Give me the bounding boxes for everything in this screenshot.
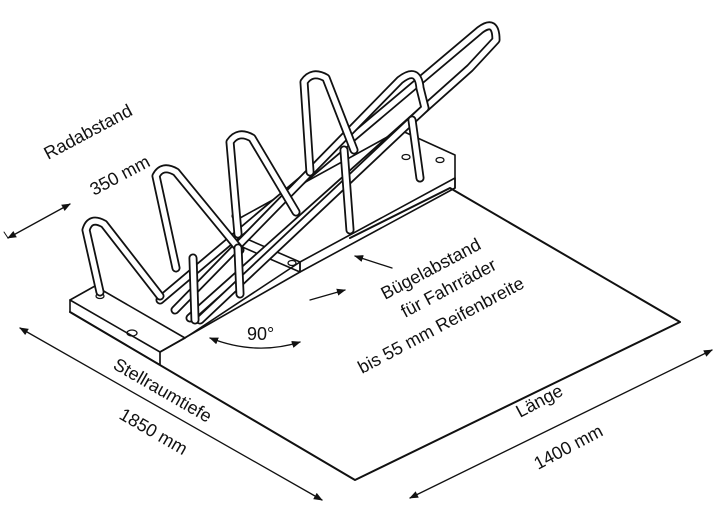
label-radabstand-value: 350 mm [86, 151, 153, 199]
dimension-stellraumtiefe [19, 327, 323, 501]
rack-hoops [81, 21, 501, 325]
label-laenge: Länge [512, 380, 566, 421]
label-stellraumtiefe-value: 1850 mm [116, 404, 191, 459]
label-radabstand: Radabstand [40, 100, 135, 163]
label-angle: 90° [247, 324, 274, 344]
label-laenge-value: 1400 mm [530, 421, 606, 474]
dimension-radabstand [3, 203, 71, 239]
dimension-laenge [409, 349, 713, 499]
angle-marker [209, 337, 301, 349]
dimension-buegelabstand [309, 255, 393, 301]
